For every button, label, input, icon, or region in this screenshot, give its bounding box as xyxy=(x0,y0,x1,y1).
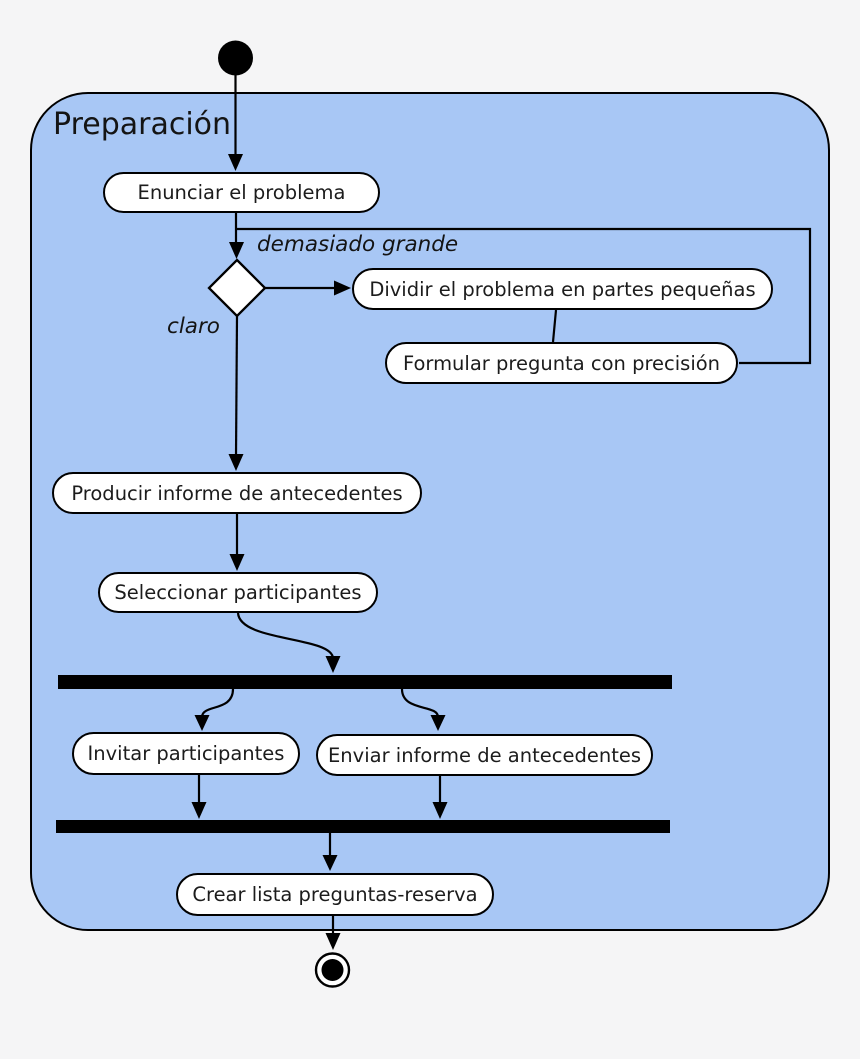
partition-title: Preparación xyxy=(53,107,232,142)
edge-fork-to-invitar xyxy=(194,688,235,731)
edge-seleccionar-to-fork xyxy=(236,612,341,673)
edge-join-to-crear xyxy=(322,833,338,871)
final-node xyxy=(314,952,351,988)
action-invitar-participantes: Invitar participantes xyxy=(72,732,300,775)
action-seleccionar-participantes: Seleccionar participantes xyxy=(98,572,378,613)
guard-label-demasiado-grande: demasiado grande xyxy=(257,232,459,257)
action-enviar-informe: Enviar informe de antecedentes xyxy=(316,734,653,776)
action-formular-pregunta: Formular pregunta con precisión xyxy=(385,342,738,384)
edge-enviar-to-join xyxy=(432,776,448,819)
guard-label-claro: claro xyxy=(167,314,220,339)
edge-enunciar-to-decision xyxy=(229,213,244,259)
fork-bar xyxy=(58,675,672,689)
edge-decision-to-dividir xyxy=(265,280,351,296)
action-enunciar-el-problema: Enunciar el problema xyxy=(103,172,380,213)
edge-loopback-formular-to-decision xyxy=(236,227,812,365)
edge-crear-to-final xyxy=(325,916,341,950)
edge-start-to-enunciar xyxy=(228,75,243,171)
join-bar xyxy=(56,820,670,833)
edge-dividir-to-formular xyxy=(551,309,558,343)
decision-diamond xyxy=(207,258,267,318)
edge-invitar-to-join xyxy=(191,775,207,819)
initial-node xyxy=(218,40,253,76)
edge-producir-to-seleccionar xyxy=(229,514,245,571)
edge-decision-to-producir xyxy=(228,315,244,471)
edge-fork-to-enviar xyxy=(400,688,446,731)
action-crear-lista-preguntas: Crear lista preguntas-reserva xyxy=(176,873,494,916)
action-dividir-el-problema: Dividir el problema en partes pequeñas xyxy=(352,268,773,310)
action-producir-informe: Producir informe de antecedentes xyxy=(52,472,422,514)
